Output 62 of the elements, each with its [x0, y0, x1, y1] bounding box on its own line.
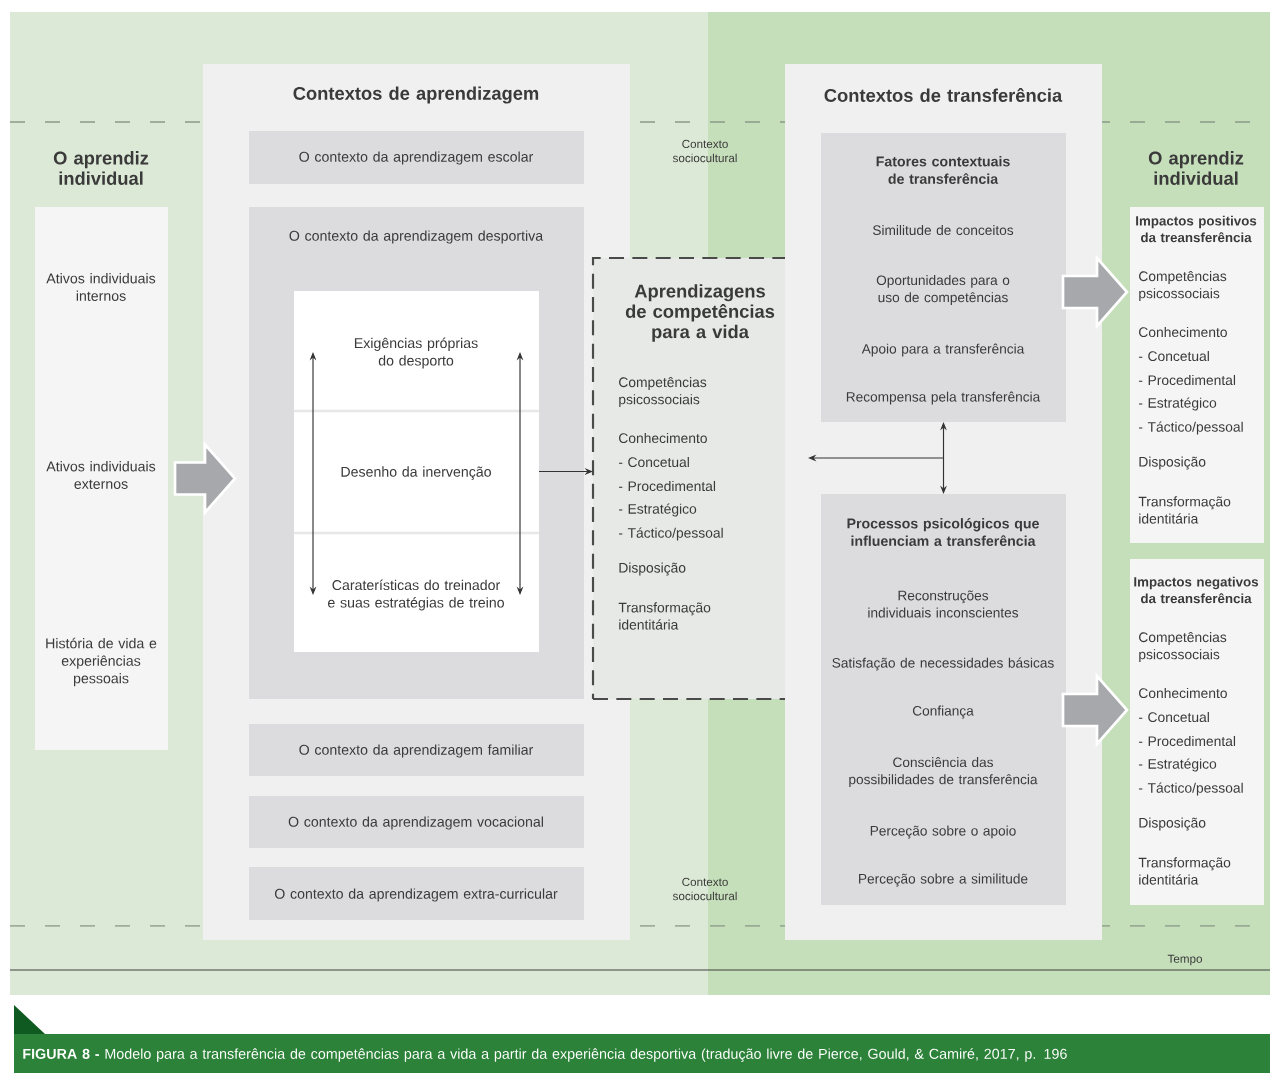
list-item: Disposição: [1139, 456, 1206, 470]
box-text: Perceção sobre o apoio: [870, 825, 1016, 839]
cell-text: Desenho da inervenção: [341, 466, 491, 480]
list-item: Competências psicossociais: [1139, 270, 1227, 302]
box-heading: Impactos negativos da treansferência: [1134, 576, 1259, 604]
list-item: - Táctico/pessoal: [618, 527, 723, 541]
box-text: Oportunidades para o uso de competências: [876, 275, 1010, 305]
box-text: Similitude de conceitos: [873, 225, 1014, 235]
box-text: Satisfação de necessidades básicas: [832, 657, 1054, 671]
box-text: O contexto da aprendizagem escolar: [299, 151, 534, 165]
list-item: - Concetual: [1138, 350, 1209, 362]
heading: O aprendiz individual: [53, 151, 149, 185]
list-item: Disposição: [619, 562, 686, 576]
list-item: - Procedimental: [618, 480, 716, 492]
heading: Contextos de transferência: [824, 88, 1063, 102]
list-item: Disposição: [1139, 817, 1206, 831]
box-text: Ativos individuais externos: [46, 461, 156, 489]
caption: FIGURA 8 - Modelo para a transferência de competências para a vida a partir da experiência desportiva (tradução livre de Pierce, Gould, & Camiré, 2017, p. 196: [14, 1034, 1270, 1073]
list-item: Competências psicossociais: [619, 376, 707, 408]
list-item: - Táctico/pessoal: [1138, 421, 1243, 435]
box-text: Apoio para a transferência: [861, 343, 1025, 357]
box-heading: Impactos positivos da treansferência: [1136, 215, 1257, 243]
block-arrow: [173, 440, 237, 517]
list-item: - Estratégico: [618, 503, 697, 517]
heading: Contextos de aprendizagem: [293, 86, 539, 104]
box-text: Reconstruções individuais inconscientes: [868, 590, 1019, 618]
box-text: Consciência das possibilidades de transferência: [849, 757, 1038, 787]
box-heading: Processos psicológicos que influenciam a transferência: [847, 517, 1039, 546]
label: Tempo: [1167, 954, 1202, 966]
list-item: Transformação identitária: [1138, 857, 1231, 885]
cell-text: Caraterísticas do treinador e suas estratégias de treino: [328, 579, 504, 611]
box-text: O contexto da aprendizagem extra-curricular: [274, 888, 558, 902]
heading: Aprendizagens de competências para a vida: [625, 284, 775, 342]
list-item: Transformação identitária: [1138, 496, 1231, 524]
block-arrow: [1061, 672, 1129, 748]
box-text: Recompensa pela transferência: [846, 391, 1041, 405]
box-text: O contexto da aprendizagem vocacional: [288, 816, 543, 830]
box-text: Perceção sobre a similitude: [859, 873, 1028, 887]
list-item: - Estratégico: [1138, 397, 1217, 411]
arrow: [538, 468, 593, 475]
list-item: - Estratégico: [1138, 758, 1217, 772]
label: Contexto sociocultural: [672, 877, 737, 901]
list-item: Conhecimento: [619, 432, 707, 444]
box-text: História de vida e experiências pessoais: [46, 637, 157, 687]
list-item: - Procedimental: [1138, 735, 1236, 747]
list-item: - Procedimental: [1138, 374, 1236, 386]
list-item: Conhecimento: [1139, 326, 1227, 338]
list-item: - Concetual: [618, 456, 689, 468]
label: Contexto sociocultural: [672, 139, 737, 163]
list-item: Conhecimento: [1139, 687, 1227, 699]
box-text: Ativos individuais internos: [46, 273, 156, 301]
box-heading: Fatores contextuais de transferência: [876, 156, 1010, 184]
box-text: Confiança: [912, 705, 974, 719]
list-item: - Concetual: [1138, 711, 1209, 723]
box-text: O contexto da aprendizagem desportiva: [289, 230, 544, 244]
heading: O aprendiz individual: [1148, 151, 1244, 185]
box-text: O contexto da aprendizagem familiar: [299, 744, 534, 758]
list-item: Transformação identitária: [618, 602, 711, 630]
list-item: - Táctico/pessoal: [1138, 782, 1243, 796]
cell-text: Exigências próprias do desporto: [354, 337, 478, 369]
block-arrow: [1061, 254, 1129, 330]
list-item: Competências psicossociais: [1139, 631, 1227, 663]
